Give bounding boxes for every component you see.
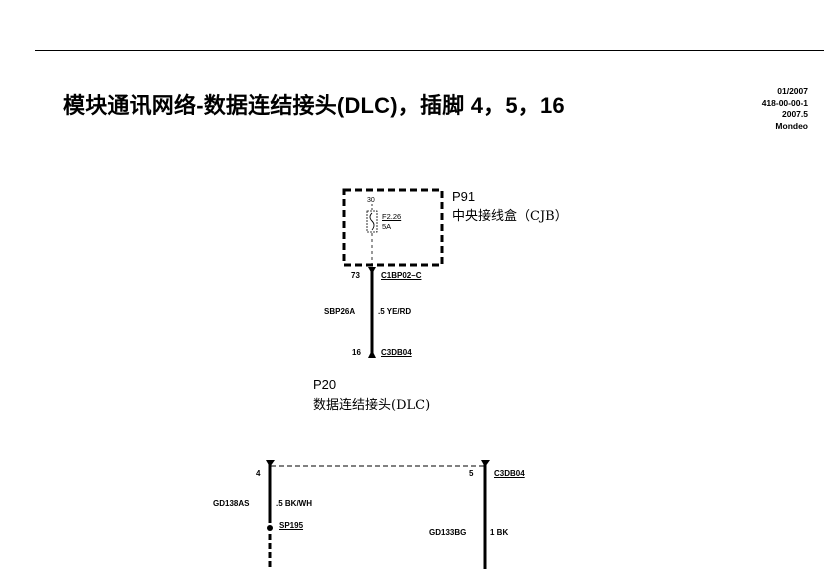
circuit-gd138as-label: GD138AS: [213, 499, 250, 508]
pin-30-label: 30: [367, 197, 375, 204]
doc-code: 418-00-00-1: [761, 97, 808, 108]
wire-gd138as-spec-label: .5 BK/WH: [276, 499, 312, 508]
pin-16-terminal: [368, 350, 376, 358]
p91-name-label: 中央接线盒（CJB）: [452, 209, 568, 224]
cjb-box: [342, 188, 444, 267]
splice-sp195-label: SP195: [279, 521, 304, 530]
wire-gd133bg-spec-label: 1 BK: [490, 528, 509, 537]
pin-5-label: 5: [469, 469, 474, 478]
circuit-gd133bg-label: GD133BG: [429, 528, 467, 537]
splice-sp195-dot: [267, 525, 273, 531]
connector-c1bp02-label: C1BP02–C: [381, 271, 422, 280]
header-rule: [35, 50, 824, 51]
wire-sbp26a-spec-label: .5 YE/RD: [378, 307, 412, 316]
doc-model: Mondeo: [775, 120, 808, 131]
doc-date: 01/2007: [777, 86, 808, 96]
pin-73-label: 73: [351, 271, 360, 280]
p91-id-label: P91: [452, 189, 476, 204]
fuse-rating-label: 5A: [382, 222, 392, 231]
document-meta: 01/2007 418-00-00-1 2007.5 Mondeo: [762, 86, 808, 132]
page-title: 模块通讯网络-数据连结接头(DLC)，插脚 4，5，16: [63, 93, 565, 118]
pin-4-label: 4: [256, 469, 261, 478]
circuit-sbp26a-label: SBP26A: [324, 307, 356, 316]
connector-c3db04-bottom-label: C3DB04: [494, 469, 525, 478]
pin-16-label: 16: [352, 348, 361, 357]
connector-c3db04-top-label: C3DB04: [381, 348, 412, 357]
p20-id-label: P20: [313, 377, 337, 392]
fuse-id-label: F2.26: [382, 212, 402, 221]
p20-name-label: 数据连结接头(DLC): [313, 398, 431, 413]
doc-version: 2007.5: [782, 109, 808, 119]
fuse-icon: [366, 210, 378, 233]
